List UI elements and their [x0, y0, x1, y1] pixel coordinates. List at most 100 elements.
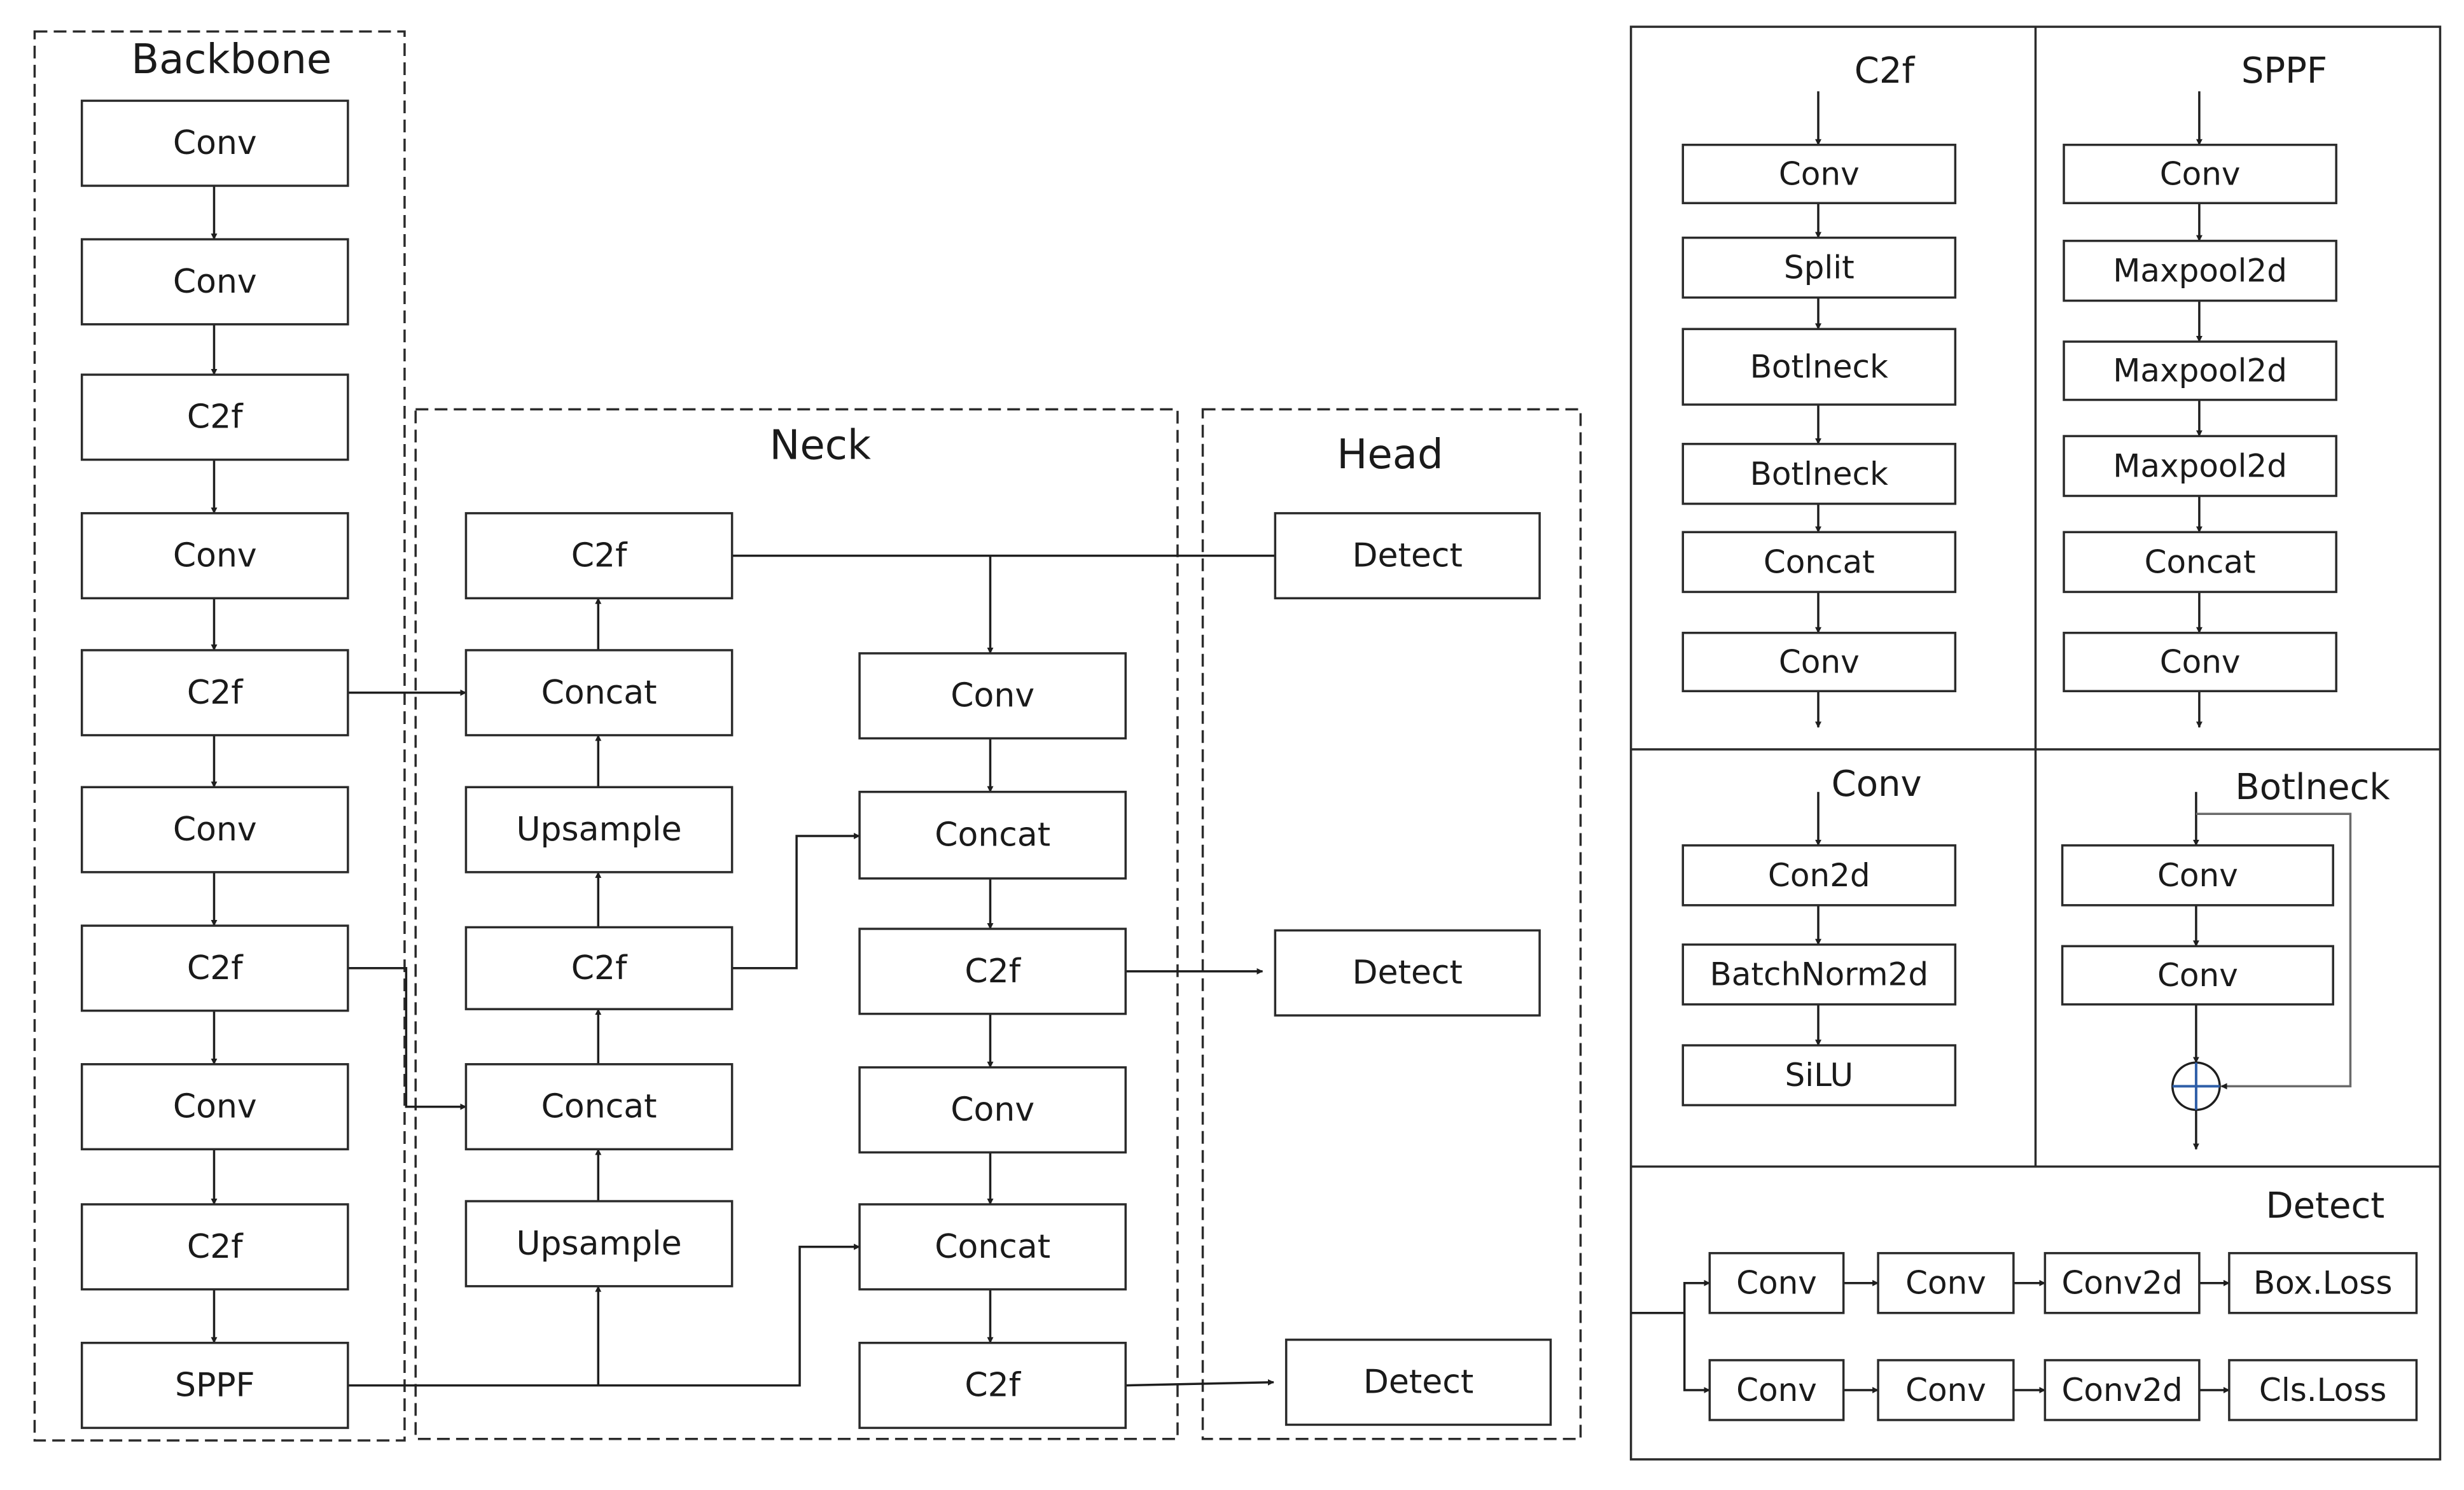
neck-right-conv-block-4: Conv — [858, 1066, 1127, 1154]
c2f-conv-block-6-label: Conv — [1779, 644, 1860, 681]
c2f-botlneck-block-3-frame — [1681, 328, 1957, 406]
backbone-conv-block-8-frame — [80, 1063, 349, 1151]
detect-row2-cls-loss-block-4: Cls.Loss — [2228, 1359, 2418, 1421]
sppf-maxpool2d-block-3: Maxpool2d — [2063, 340, 2337, 401]
detect-row2-conv-block-2-label: Conv — [1905, 1372, 1986, 1409]
botlneck-conv-block-1: Conv — [2061, 844, 2334, 907]
c2f-botlneck-block-4-label: Botlneck — [1750, 456, 1888, 492]
head-detect-block-1-label: Detect — [1352, 536, 1462, 574]
conv-batchnorm2d-block-2-label: BatchNorm2d — [1709, 956, 1928, 993]
neck-right-conv-block-4-frame — [858, 1066, 1127, 1154]
detect-row2-conv2d-block-3-frame — [2043, 1359, 2201, 1421]
sppf-concat-block-5-label: Concat — [2145, 543, 2256, 580]
neck-right-conv-block-1-label: Conv — [950, 677, 1034, 715]
botlneck-conv-block-1-frame — [2061, 844, 2334, 907]
head-detect-block-1-frame — [1274, 512, 1541, 600]
detect-row2-cls-loss-block-4-frame — [2228, 1359, 2418, 1421]
backbone-c2f-block-5: C2f — [80, 649, 349, 737]
conv-con2d-block-1-label: Con2d — [1768, 857, 1870, 894]
sppf-concat-block-5: Concat — [2063, 531, 2337, 594]
backbone-conv-block-4-label: Conv — [173, 536, 257, 574]
detect-row2-conv2d-block-3-label: Conv2d — [2061, 1372, 2182, 1409]
neck-right-concat-block-5-frame — [858, 1203, 1127, 1291]
detect-row1-box-loss-block-4: Box.Loss — [2228, 1251, 2418, 1314]
sppf-maxpool2d-block-4: Maxpool2d — [2063, 435, 2337, 498]
head-detect-block-2: Detect — [1274, 929, 1541, 1017]
head-detect-block-2-frame — [1274, 929, 1541, 1017]
botlneck-conv-block-2-frame — [2061, 945, 2334, 1006]
backbone-conv-block-4: Conv — [80, 512, 349, 600]
head-detect-block-2-label: Detect — [1352, 954, 1462, 992]
conv-silu-block-3-frame — [1681, 1044, 1957, 1106]
detect-row2-conv-block-1-label: Conv — [1736, 1372, 1817, 1409]
botlneck-conv-block-1-label: Conv — [2157, 857, 2238, 894]
skip-sppf-to-neck-right-concat — [347, 1243, 861, 1387]
neck-left-upsample-block-3-frame — [464, 786, 734, 874]
neck-right-conv-block-4-label: Conv — [950, 1091, 1034, 1129]
head-detect-block-1: Detect — [1274, 512, 1541, 600]
backbone-c2f-block-3-frame — [80, 373, 349, 461]
conv-batchnorm2d-block-2-frame — [1681, 943, 1957, 1006]
neck-right-concat-block-5: Concat — [858, 1203, 1127, 1291]
backbone-sppf-block-10-label: SPPF — [175, 1367, 255, 1405]
c2f-botlneck-block-4-frame — [1681, 443, 1957, 505]
botlneck-conv-block-2-label: Conv — [2157, 957, 2238, 994]
neck-left-concat-block-2-label: Concat — [541, 674, 657, 712]
detect-row1-conv-block-2: Conv — [1877, 1251, 2015, 1314]
neck-right-concat-block-2: Concat — [858, 790, 1127, 880]
backbone-c2f-block-5-frame — [80, 649, 349, 737]
backbone-sppf-block-10-frame — [80, 1341, 349, 1430]
sppf-conv-block-1-label: Conv — [2160, 155, 2241, 192]
detail-detect-title: Detect — [2266, 1185, 2384, 1227]
c2f-botlneck-block-3-label: Botlneck — [1750, 349, 1888, 386]
c2f-concat-block-5-frame — [1681, 531, 1957, 594]
backbone-c2f-block-3-label: C2f — [187, 398, 244, 436]
sppf-conv-block-6-label: Conv — [2160, 644, 2241, 681]
backbone-conv-block-8: Conv — [80, 1063, 349, 1151]
backbone-conv-block-1-label: Conv — [173, 124, 257, 162]
detect-row1-conv-block-2-label: Conv — [1905, 1265, 1986, 1302]
backbone-c2f-block-9-label: C2f — [187, 1228, 244, 1266]
neck-right-conv-block-1: Conv — [858, 652, 1127, 740]
detail-c2f-title: C2f — [1855, 50, 1916, 92]
head-title: Head — [1337, 431, 1443, 478]
neck-left-c2f-block-1: C2f — [464, 512, 734, 600]
residual-add-icon — [2171, 1061, 2221, 1111]
detect-input-row2-arrow — [1683, 1312, 1711, 1393]
neck-left-upsample-block-3: Upsample — [464, 786, 734, 874]
c2f-split-block-2: Split — [1681, 236, 1957, 299]
conv-con2d-block-1: Con2d — [1681, 844, 1957, 907]
backbone-sppf-block-10: SPPF — [80, 1341, 349, 1430]
backbone-conv-block-6-label: Conv — [173, 811, 257, 849]
neck-right-c2f-block-3-frame — [858, 928, 1127, 1015]
neck-left-concat-block-2-frame — [464, 649, 734, 737]
backbone-conv-block-8-label: Conv — [173, 1088, 257, 1126]
c2f-conv-block-6: Conv — [1681, 631, 1957, 693]
neck-left-upsample-block-6-frame — [464, 1200, 734, 1288]
botlneck-conv-block-2: Conv — [2061, 945, 2334, 1006]
backbone-conv-block-2-frame — [80, 238, 349, 326]
neck-right-c2f-block-6-frame — [858, 1341, 1127, 1430]
sppf-concat-block-5-frame — [2063, 531, 2337, 594]
neck-left-c2f-block-4-label: C2f — [571, 949, 628, 987]
conv-silu-block-3: SiLU — [1681, 1044, 1957, 1106]
neck-left-c2f-block-4-frame — [464, 926, 734, 1010]
neck-right-c2f-block-3: C2f — [858, 928, 1127, 1015]
head-detect-block-3-frame — [1284, 1339, 1552, 1426]
backbone-title: Backbone — [131, 36, 331, 83]
botlneck-residual-arrow — [2196, 812, 2352, 1090]
neck-title: Neck — [769, 422, 871, 469]
c2f-split-block-2-frame — [1681, 236, 1957, 299]
detect-row1-conv-block-1-label: Conv — [1736, 1265, 1817, 1302]
sppf-maxpool2d-block-2-label: Maxpool2d — [2113, 253, 2287, 289]
detail-botlneck-title: Botlneck — [2235, 767, 2390, 808]
backbone-conv-block-4-frame — [80, 512, 349, 600]
c2f-concat-block-5-label: Concat — [1764, 543, 1875, 580]
neck-left-c2f-block-1-label: C2f — [571, 536, 628, 574]
detail-conv-title: Conv — [1832, 763, 1922, 805]
backbone-c2f-block-3: C2f — [80, 373, 349, 461]
sppf-conv-block-6: Conv — [2063, 631, 2337, 693]
neck-right-c2f-block-6-label: C2f — [964, 1367, 1021, 1405]
neck-left-concat-block-5-label: Concat — [541, 1088, 657, 1126]
